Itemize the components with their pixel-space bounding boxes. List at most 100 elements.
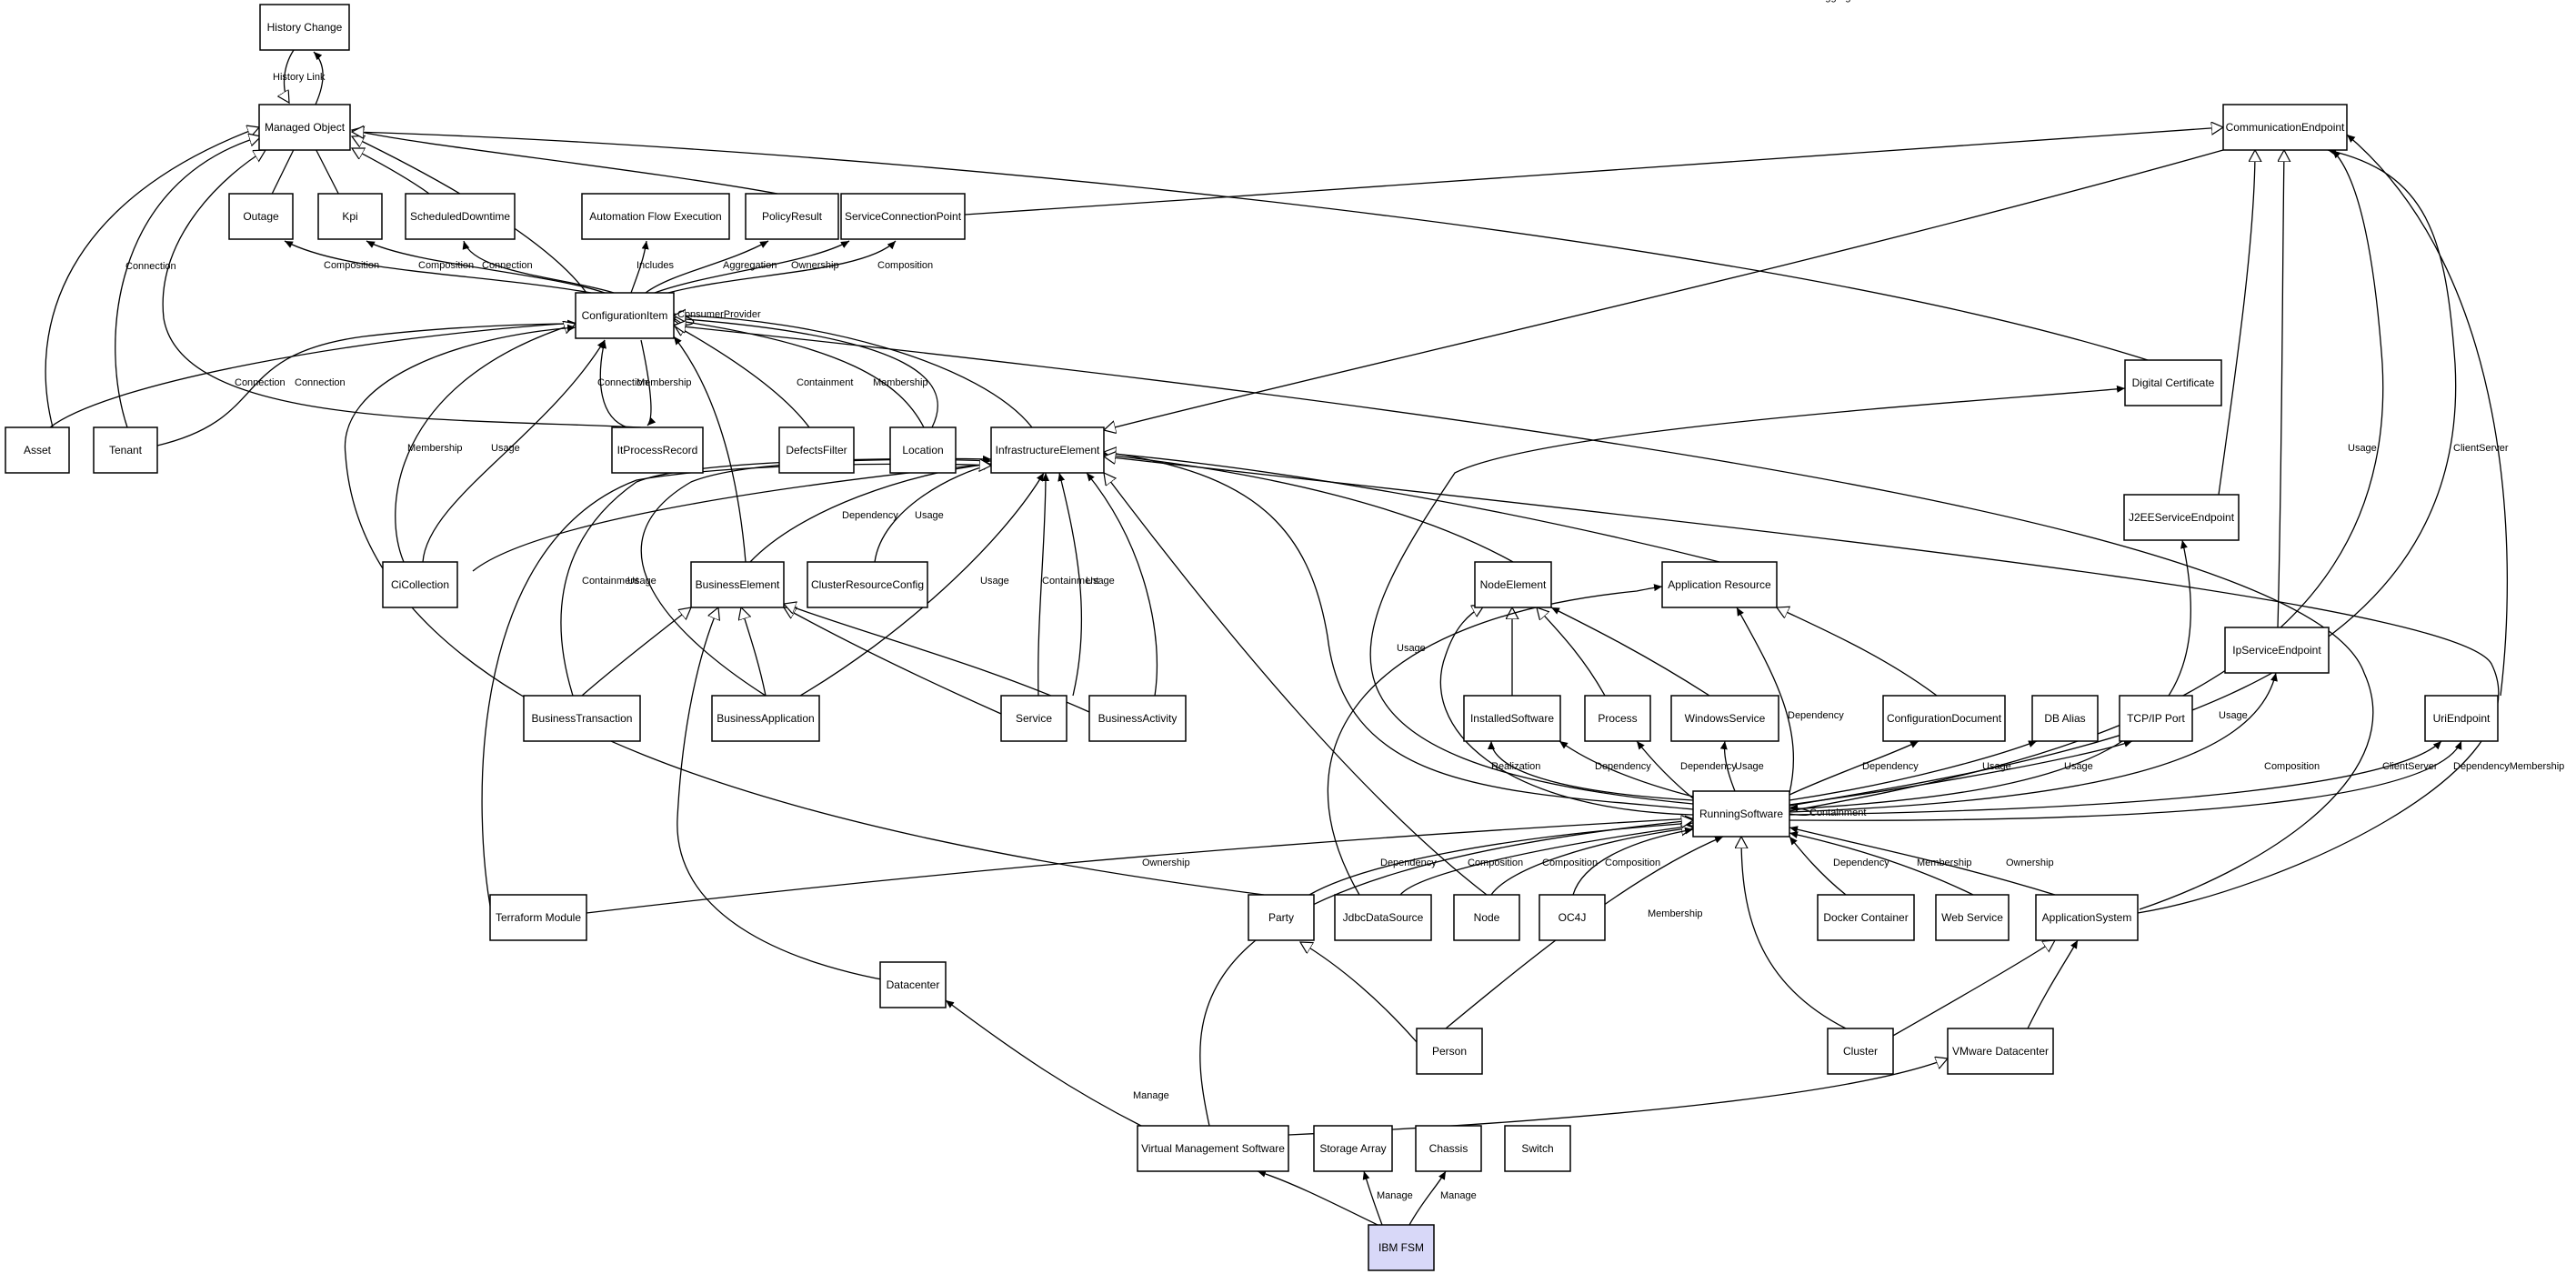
node-label: ServiceConnectionPoint	[845, 210, 962, 223]
node-process[interactable]: Process	[1584, 695, 1651, 742]
node-box	[523, 695, 641, 742]
node-it-process-record[interactable]: ItProcessRecord	[611, 426, 704, 474]
node-box	[2124, 359, 2222, 406]
node-label: UriEndpoint	[2433, 712, 2491, 725]
node-label: Virtual Management Software	[1141, 1142, 1285, 1155]
edge-business-element-to-infrastructure-element	[1789, 148, 2457, 807]
node-party[interactable]: Party	[1248, 894, 1315, 941]
node-docker-container[interactable]: Docker Container	[1817, 894, 1915, 941]
edge-j2ee-service-endpoint-to-communication-endpoint	[1104, 149, 2224, 430]
node-managed-object[interactable]: Managed Object	[258, 104, 351, 151]
node-label: DefectsFilter	[786, 444, 847, 456]
node-box	[879, 961, 947, 1008]
node-node-element[interactable]: NodeElement	[1474, 561, 1552, 608]
node-uri-endpoint[interactable]: UriEndpoint	[2424, 695, 2499, 742]
node-business-element[interactable]: BusinessElement	[690, 561, 785, 608]
node-installed-software[interactable]: InstalledSoftware	[1463, 695, 1561, 742]
node-label: Location	[902, 444, 943, 456]
node-infrastructure-element[interactable]: InfrastructureElement	[990, 426, 1105, 474]
node-business-activity[interactable]: BusinessActivity	[1088, 695, 1187, 742]
node-running-software[interactable]: RunningSoftware	[1692, 790, 1790, 838]
node-box	[840, 193, 966, 240]
node-jdbc-data-source[interactable]: JdbcDataSource	[1334, 894, 1432, 941]
node-datacenter[interactable]: Datacenter	[879, 961, 947, 1008]
node-cluster[interactable]: Cluster	[1827, 1028, 1894, 1075]
node-history-change[interactable]: History Change	[259, 4, 350, 51]
edge-label: Usage	[1397, 643, 1426, 654]
node-terraform-module[interactable]: Terraform Module	[489, 894, 587, 941]
edge-label: Usage	[1735, 761, 1764, 772]
edge-service-to-infrastructure-element	[799, 472, 1045, 697]
node-j2ee-service-endpoint[interactable]: J2EEServiceEndpoint	[2123, 494, 2240, 541]
edge-it-process-record-to-managed-object	[162, 150, 642, 428]
node-box	[1670, 695, 1779, 742]
edge-running-software-to-configuration-document	[1719, 740, 1736, 792]
node-label: Terraform Module	[496, 911, 581, 924]
node-tcpip-port[interactable]: TCP/IP Port	[2119, 695, 2193, 742]
node-box	[1313, 1125, 1393, 1172]
node-db-alias[interactable]: DB Alias	[2031, 695, 2099, 742]
edge-oc4j-to-running-software	[1490, 828, 1693, 896]
edge-label: Composition	[2264, 761, 2320, 772]
node-location[interactable]: Location	[889, 426, 957, 474]
node-scheduled-downtime[interactable]: ScheduledDowntime	[405, 193, 516, 240]
node-label: InstalledSoftware	[1470, 712, 1554, 725]
node-cluster-resource-config[interactable]: ClusterResourceConfig	[807, 561, 928, 608]
node-virtual-management-software[interactable]: Virtual Management Software	[1137, 1125, 1289, 1172]
node-node[interactable]: Node	[1453, 894, 1520, 941]
node-automation-flow-execution[interactable]: Automation Flow Execution	[581, 193, 730, 240]
node-configuration-document[interactable]: ConfigurationDocument	[1882, 695, 2006, 742]
node-communication-endpoint[interactable]: CommunicationEndpoint	[2222, 104, 2348, 151]
node-chassis[interactable]: Chassis	[1415, 1125, 1482, 1172]
node-person[interactable]: Person	[1416, 1028, 1483, 1075]
edge-configuration-item-to-scheduled-downtime	[462, 240, 615, 294]
node-box	[1453, 894, 1520, 941]
node-application-resource[interactable]: Application Resource	[1661, 561, 1778, 608]
node-digital-certificate[interactable]: Digital Certificate	[2124, 359, 2222, 406]
node-label: BusinessActivity	[1098, 712, 1178, 725]
node-kpi[interactable]: Kpi	[317, 193, 383, 240]
node-label: BusinessApplication	[717, 712, 814, 725]
node-box	[2224, 627, 2330, 674]
node-vmware-datacenter[interactable]: VMware Datacenter	[1947, 1028, 2054, 1075]
node-box	[2424, 695, 2499, 742]
node-windows-service[interactable]: WindowsService	[1670, 695, 1779, 742]
node-box	[2031, 695, 2099, 742]
node-box	[889, 426, 957, 474]
node-business-transaction[interactable]: BusinessTransaction	[523, 695, 641, 742]
node-oc4j[interactable]: OC4J	[1539, 894, 1606, 941]
node-policy-result[interactable]: PolicyResult	[745, 193, 839, 240]
edge-cluster-to-application-system	[1300, 942, 1428, 1056]
node-switch[interactable]: Switch	[1504, 1125, 1571, 1172]
node-box	[1947, 1028, 2054, 1075]
edge-datacenter-to-business-element	[784, 604, 1090, 713]
node-ci-collection[interactable]: CiCollection	[382, 561, 458, 608]
edge-label: Manage	[1377, 1190, 1413, 1201]
edge-ip-service-endpoint-to-communication-endpoint	[2218, 150, 2255, 496]
node-configuration-item[interactable]: ConfigurationItem	[575, 292, 675, 339]
node-service-connection-point[interactable]: ServiceConnectionPoint	[840, 193, 966, 240]
node-tenant[interactable]: Tenant	[93, 426, 158, 474]
edge-running-software-to-windows-service	[1636, 740, 1694, 799]
edge-label: ClientServer	[2453, 443, 2509, 454]
node-storage-array[interactable]: Storage Array	[1313, 1125, 1393, 1172]
node-application-system[interactable]: ApplicationSystem	[2035, 894, 2139, 941]
edge-person-to-party	[1199, 820, 1693, 1127]
edge-application-system-to-infrastructure-element	[1104, 452, 1694, 810]
node-ibm-fsm[interactable]: IBM FSM	[1368, 1224, 1435, 1271]
node-business-application[interactable]: BusinessApplication	[711, 695, 820, 742]
edge-terraform-module-to-running-software	[1789, 804, 1812, 817]
edge-label: Membership	[1648, 908, 1703, 919]
node-ip-service-endpoint[interactable]: IpServiceEndpoint	[2224, 627, 2330, 674]
node-outage[interactable]: Outage	[228, 193, 294, 240]
node-defects-filter[interactable]: DefectsFilter	[778, 426, 855, 474]
edge-label: Connection	[597, 377, 648, 388]
node-label: Switch	[1521, 1142, 1553, 1155]
node-box	[1463, 695, 1561, 742]
node-label: Digital Certificate	[2132, 376, 2215, 389]
node-service[interactable]: Service	[1000, 695, 1067, 742]
edge-application-system-to-running-software	[1789, 831, 1974, 896]
node-web-service[interactable]: Web Service	[1935, 894, 2010, 941]
node-asset[interactable]: Asset	[5, 426, 70, 474]
